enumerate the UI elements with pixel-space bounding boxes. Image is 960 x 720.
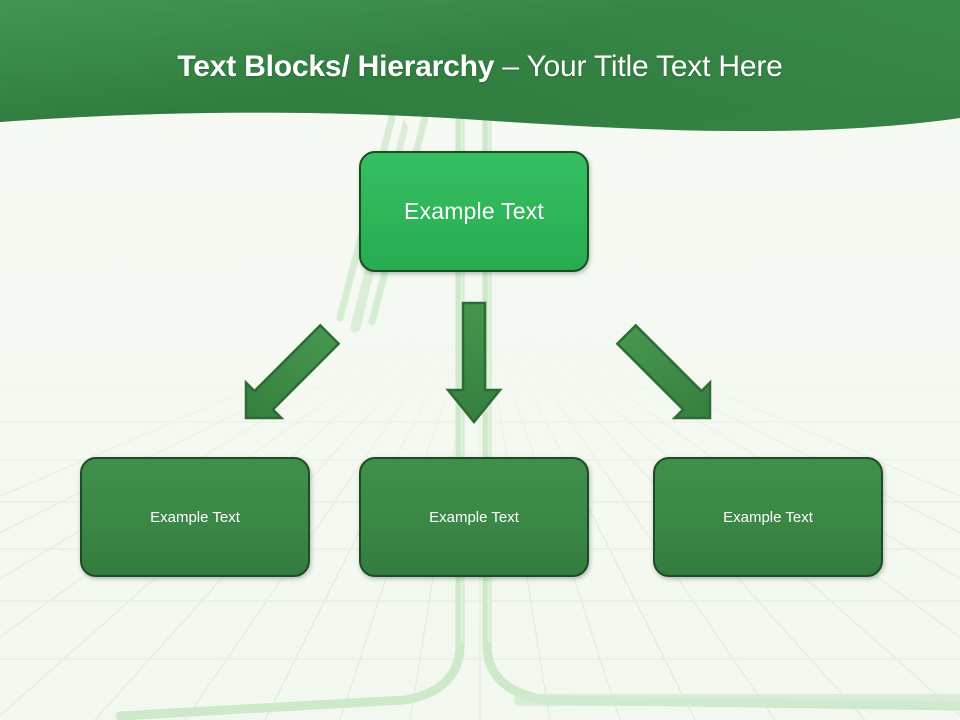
hierarchy-child-node-1[interactable]: Example Text (80, 457, 310, 577)
hierarchy-root-label: Example Text (403, 198, 545, 224)
page-title-regular: – Your Title Text Here (502, 50, 783, 83)
header-band (0, 0, 960, 132)
page-title: Text Blocks/ Hierarchy – Your Title Text… (0, 50, 960, 84)
hierarchy-child-node-2[interactable]: Example Text (359, 457, 589, 577)
hierarchy-child-label-1: Example Text (150, 508, 240, 526)
hierarchy-child-label-2: Example Text (429, 508, 519, 526)
hierarchy-root-node[interactable]: Example Text (359, 151, 589, 272)
hierarchy-child-label-3: Example Text (723, 508, 813, 526)
hierarchy-child-node-3[interactable]: Example Text (653, 457, 883, 577)
page-title-bold: Text Blocks/ Hierarchy (177, 50, 503, 83)
